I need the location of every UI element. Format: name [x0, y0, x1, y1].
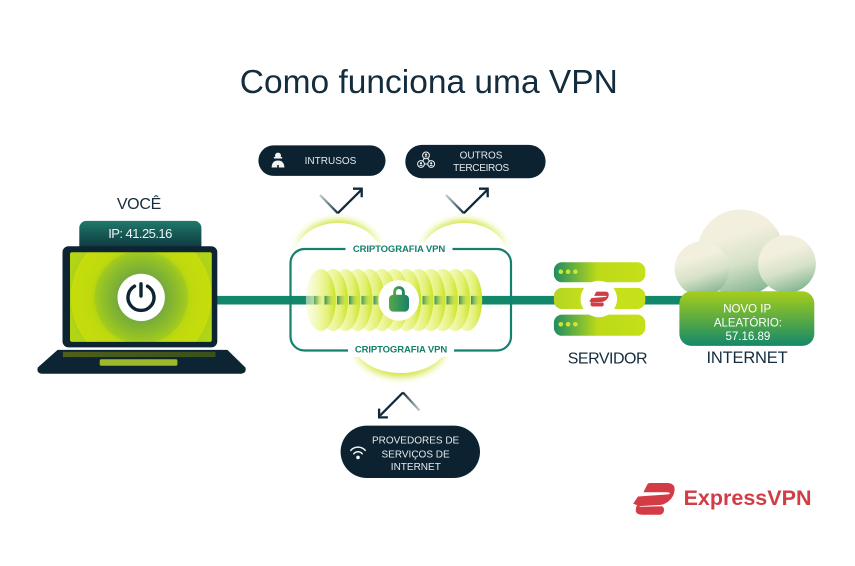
svg-text:ALEATÓRIO:: ALEATÓRIO: — [714, 317, 782, 330]
svg-text:57.16.89: 57.16.89 — [726, 331, 771, 343]
svg-text:INTERNET: INTERNET — [707, 349, 788, 367]
svg-text:ExpressVPN: ExpressVPN — [684, 486, 812, 510]
svg-text:PROVEDORES DE: PROVEDORES DE — [372, 435, 460, 446]
svg-text:CRIPTOGRAFIA VPN: CRIPTOGRAFIA VPN — [355, 344, 448, 355]
svg-text:SERVIÇOS DE: SERVIÇOS DE — [382, 449, 450, 460]
svg-text:IP: 41.25.16: IP: 41.25.16 — [108, 226, 172, 241]
svg-text:INTERNET: INTERNET — [391, 462, 441, 473]
svg-text:INTRUSOS: INTRUSOS — [305, 156, 357, 167]
svg-text:TERCEIROS: TERCEIROS — [453, 163, 509, 174]
svg-text:CRIPTOGRAFIA VPN: CRIPTOGRAFIA VPN — [353, 244, 446, 255]
svg-text:Como funciona uma VPN: Como funciona uma VPN — [240, 64, 618, 101]
svg-text:SERVIDOR: SERVIDOR — [568, 351, 647, 368]
svg-text:OUTROS: OUTROS — [460, 150, 503, 161]
svg-text:NOVO IP: NOVO IP — [723, 304, 771, 316]
svg-text:VOCÊ: VOCÊ — [117, 194, 161, 213]
